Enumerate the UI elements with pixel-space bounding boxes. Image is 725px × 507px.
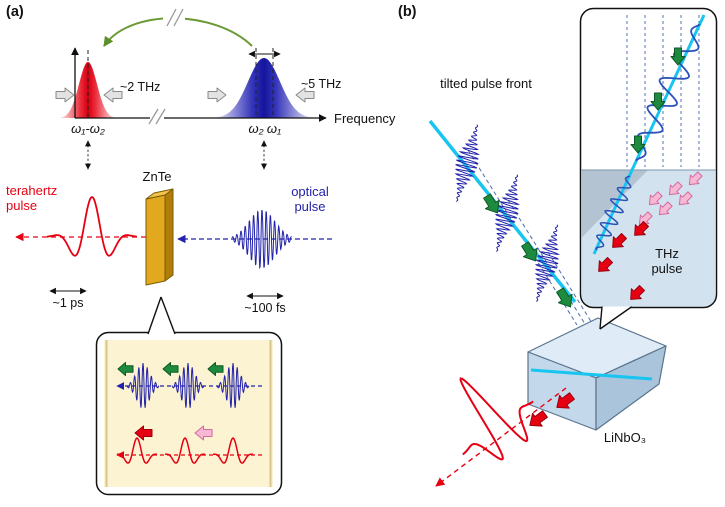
inset-a-optical-packet bbox=[126, 362, 160, 408]
green-propagation-arrow bbox=[483, 193, 500, 214]
arc-break-mark bbox=[166, 8, 184, 27]
frequency-axis bbox=[71, 47, 327, 122]
green-propagation-arrow bbox=[117, 362, 134, 376]
prism-right-face bbox=[595, 345, 667, 431]
inset-a-optical-packet bbox=[171, 362, 205, 408]
green-propagation-arrow bbox=[556, 287, 573, 308]
thz-output-line bbox=[435, 387, 567, 487]
omega1-label: ω₁ bbox=[266, 121, 282, 136]
red-thz-arrow bbox=[634, 221, 649, 236]
tilted-wavepacket bbox=[494, 174, 521, 252]
omega-difference-label: ω₁-ω₂ bbox=[71, 121, 105, 136]
linbo3-label: LiNbO₃ bbox=[603, 430, 647, 445]
inset-a-crystal-edges bbox=[105, 340, 272, 487]
znte-front-face bbox=[145, 194, 166, 286]
green-propagation-arrow bbox=[670, 47, 686, 66]
thz-bandwidth-label: ~2 THz bbox=[120, 80, 161, 94]
inset-a-crystal-region bbox=[104, 340, 273, 487]
pink-thz-field-arrow bbox=[648, 191, 663, 206]
inset-a-thz-cycle bbox=[212, 436, 254, 464]
thz-pulse-label: THz pulse bbox=[651, 246, 683, 277]
bandwidth-squeeze-arrow bbox=[207, 87, 227, 103]
inset-a-callout-lines bbox=[147, 296, 176, 335]
thz-spectrum-peak bbox=[60, 62, 116, 118]
inset-b-callout-lines bbox=[599, 305, 633, 330]
spectral-peaks bbox=[60, 58, 314, 118]
spectrum-pulse-connectors bbox=[85, 140, 267, 170]
inset-b-air-wave bbox=[635, 23, 701, 162]
center-frequency-lines bbox=[87, 48, 274, 118]
znte-side-face bbox=[164, 188, 174, 282]
tilted-wavepacket bbox=[454, 124, 481, 202]
tilted-pulse-front-label: tilted pulse front bbox=[440, 76, 532, 91]
tilted-wavepacket bbox=[534, 224, 561, 302]
omega2-label: ω₂ bbox=[248, 121, 264, 136]
inset-b-crystal-wave bbox=[595, 175, 632, 251]
bandwidth-squeeze-arrow bbox=[103, 87, 123, 103]
frequency-axis-label: Frequency bbox=[334, 111, 396, 126]
znte-crystal bbox=[145, 188, 174, 286]
terahertz-pulse-label: terahertz pulse bbox=[6, 183, 58, 214]
red-thz-arrow bbox=[556, 392, 575, 409]
optical-wavepacket-a bbox=[231, 209, 292, 270]
pink-thz-field-arrow bbox=[638, 211, 653, 226]
pink-thz-field-arrow bbox=[678, 191, 693, 206]
panel-b-label: (b) bbox=[398, 4, 417, 20]
prism-pulse-front-line bbox=[530, 368, 653, 381]
bandwidth-squeeze-arrow bbox=[55, 87, 75, 103]
znte-label: ZnTe bbox=[142, 169, 172, 184]
red-thz-arrow bbox=[134, 425, 153, 441]
znte-top-face bbox=[145, 188, 174, 200]
green-propagation-arrow bbox=[207, 362, 224, 376]
inset-b-surface-wedge bbox=[581, 170, 648, 238]
waveforms bbox=[46, 23, 701, 464]
block-arrows bbox=[55, 47, 703, 441]
inset-a-optical-packet bbox=[216, 362, 250, 408]
red-thz-arrow bbox=[529, 410, 548, 427]
thz-waveform-b bbox=[459, 377, 534, 461]
optical-bandwidth-label: ~5 THz bbox=[301, 77, 342, 91]
thz-duration-label: ~1 ps bbox=[52, 296, 84, 310]
thz-waveform-a bbox=[46, 195, 138, 257]
inset-a-thz-cycle bbox=[164, 436, 206, 464]
red-thz-arrow bbox=[598, 257, 613, 272]
pink-thz-field-arrow bbox=[658, 201, 673, 216]
duration-arrows bbox=[49, 287, 284, 300]
red-thz-arrow bbox=[612, 233, 627, 248]
arc-break-mask bbox=[163, 8, 185, 26]
inset-b-pulse-front-line bbox=[592, 14, 706, 255]
optical-pulse-label: optical pulse bbox=[291, 184, 329, 215]
panel-a-label: (a) bbox=[6, 4, 24, 20]
green-propagation-arrow bbox=[521, 241, 538, 262]
pink-thz-field-arrow bbox=[688, 171, 703, 186]
pink-thz-field-arrow bbox=[668, 181, 683, 196]
pink-thz-field-arrow bbox=[194, 425, 213, 441]
axis-break-mark bbox=[148, 108, 166, 125]
green-propagation-arrow bbox=[650, 92, 666, 111]
green-propagation-arrow bbox=[630, 135, 646, 154]
bandwidth-squeeze-arrow bbox=[295, 87, 315, 103]
red-thz-arrow bbox=[630, 285, 645, 300]
inset-a-thz-cycle bbox=[116, 436, 158, 464]
optical-spectrum-peak bbox=[214, 58, 314, 118]
inset-a-callout bbox=[148, 297, 175, 334]
optical-duration-label: ~100 fs bbox=[244, 301, 286, 315]
green-propagation-arrow bbox=[162, 362, 179, 376]
